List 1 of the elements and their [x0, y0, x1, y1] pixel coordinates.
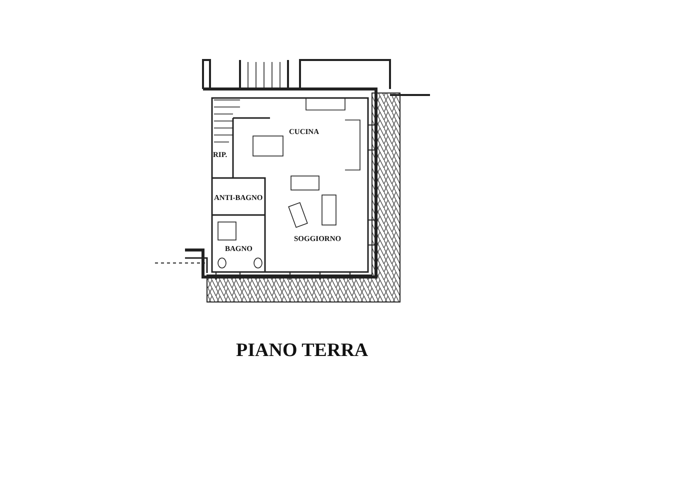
plan-title: PIANO TERRA	[236, 340, 368, 362]
